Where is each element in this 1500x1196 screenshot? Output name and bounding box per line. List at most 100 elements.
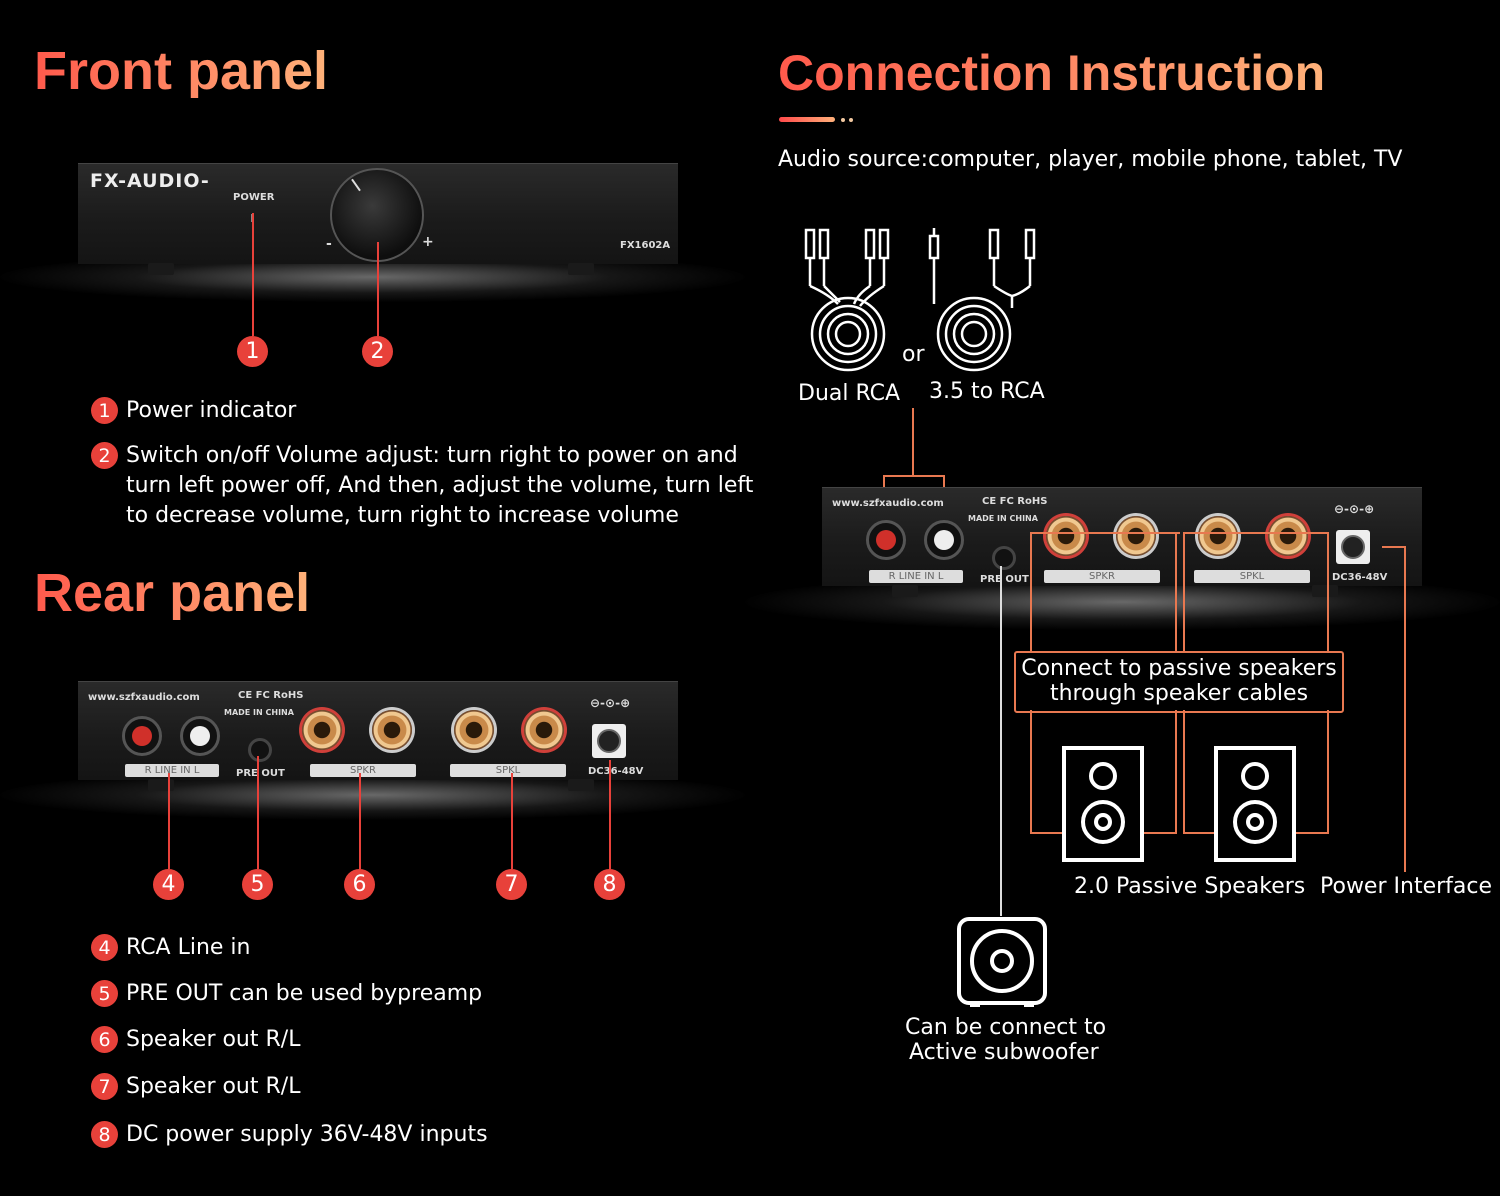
pre-out-label: PRE OUT: [236, 768, 285, 779]
speaker-wire: [1183, 710, 1185, 834]
speaker-wire: [1183, 832, 1217, 834]
legend-text: Speaker out R/L: [126, 1027, 301, 1052]
dc-power-jack: [1336, 530, 1370, 564]
callout-line-7: [511, 773, 513, 869]
dc-voltage-label: DC36-48V: [1332, 572, 1388, 583]
speaker-wire: [1295, 832, 1329, 834]
left-speaker-icon: [1062, 746, 1144, 862]
dual-rca-cable-icon: [804, 228, 890, 372]
callout-line-5: [257, 756, 259, 869]
speaker-wire: [1183, 532, 1329, 534]
source-line: [912, 408, 914, 476]
pre-out-label: PRE OUT: [980, 574, 1029, 585]
subwoofer-label-1: Can be connect to: [905, 1015, 1107, 1040]
power-label: POWER: [233, 192, 275, 203]
legend-number: 5: [91, 980, 118, 1007]
speaker-l-negative-post: [454, 710, 494, 750]
speaker-wire: [1030, 832, 1064, 834]
callout-1: 1: [237, 336, 268, 367]
legend-text: DC power supply 36V-48V inputs: [126, 1122, 488, 1147]
device-foot: [1312, 585, 1338, 597]
speaker-wire: [1143, 832, 1177, 834]
spkr-r-plate: SPKR: [1044, 570, 1160, 583]
volume-minus-sign: -: [326, 236, 332, 252]
rear-legend-item-4: 4 RCA Line in: [91, 933, 251, 963]
line-in-plate: R LINE IN L: [125, 764, 219, 777]
device-foot: [568, 263, 594, 275]
or-label: or: [902, 342, 925, 367]
made-in-label: MADE IN CHINA: [968, 514, 1038, 523]
rear-panel-heading: Rear panel: [34, 563, 311, 623]
website-label: www.szfxaudio.com: [88, 692, 200, 703]
heading-underline: [779, 117, 835, 122]
legend-number: 7: [91, 1073, 118, 1100]
legend-text: Speaker out R/L: [126, 1074, 301, 1099]
subwoofer-wire: [1000, 566, 1002, 916]
pre-out-jack: [992, 546, 1016, 570]
subwoofer-icon: [957, 917, 1047, 1007]
callout-line-1: [252, 213, 254, 336]
passive-box-line-2: through speaker cables: [1049, 681, 1309, 706]
speaker-wire: [1175, 532, 1177, 652]
callout-2: 2: [362, 336, 393, 367]
callout-line-6: [359, 773, 361, 869]
callout-6: 6: [344, 869, 375, 900]
speaker-l-negative-post: [1198, 516, 1238, 556]
speaker-wire: [1030, 532, 1180, 534]
rear-amplifier-device: www.szfxaudio.com CE FC RoHS MADE IN CHI…: [78, 681, 678, 780]
power-wire: [1382, 546, 1406, 548]
heading-underline-dot: [849, 118, 853, 122]
speaker-r-positive-post: [1046, 516, 1086, 556]
device-foot: [148, 263, 174, 275]
rca-left-input: [180, 716, 220, 756]
speaker-wire: [1183, 532, 1185, 652]
legend-number: 8: [91, 1121, 118, 1148]
front-panel-heading: Front panel: [34, 41, 328, 101]
dual-rca-label: Dual RCA: [798, 381, 901, 406]
front-legend-item-2: 2 Switch on/off Volume adjust: turn righ…: [91, 441, 753, 531]
speaker-wire: [1327, 710, 1329, 834]
speaker-r-negative-post: [1116, 516, 1156, 556]
speaker-l-positive-post: [1268, 516, 1308, 556]
line-in-plate: R LINE IN L: [869, 570, 963, 583]
rear-legend-item-8: 8 DC power supply 36V-48V inputs: [91, 1120, 488, 1150]
rca-right-input: [122, 716, 162, 756]
legend-text: PRE OUT can be used bypreamp: [126, 981, 483, 1006]
model-label: FX1602A: [620, 240, 671, 251]
passive-speakers-callout-box: Connect to passive speakers through spea…: [1014, 651, 1344, 713]
speaker-wire: [1030, 532, 1032, 652]
legend-number: 1: [91, 397, 118, 424]
subwoofer-label-2: Active subwoofer: [909, 1040, 1099, 1065]
dc-power-jack: [592, 724, 626, 758]
passive-box-line-1: Connect to passive speakers: [1021, 656, 1337, 681]
rca-left-input: [924, 520, 964, 560]
spkr-l-plate: SPKL: [1194, 570, 1310, 583]
spkr-r-plate: SPKR: [310, 764, 416, 777]
power-wire: [1404, 546, 1406, 872]
spkr-l-plate: SPKL: [450, 764, 566, 777]
speaker-l-positive-post: [524, 710, 564, 750]
device-foot: [568, 779, 594, 791]
dc-polarity-icon: ⊖-⊙-⊕: [590, 696, 631, 710]
power-interface-label: Power Interface: [1320, 874, 1493, 899]
right-speaker-icon: [1214, 746, 1296, 862]
legend-text: Switch on/off Volume adjust: turn right …: [126, 443, 754, 528]
device-foot: [148, 779, 174, 791]
rear-legend-item-7: 7 Speaker out R/L: [91, 1072, 300, 1102]
connection-heading: Connection Instruction: [778, 45, 1326, 101]
callout-line-4: [168, 773, 170, 869]
legend-number: 6: [91, 1026, 118, 1053]
speaker-r-positive-post: [302, 710, 342, 750]
cert-marks: CE FC RoHS: [982, 496, 1048, 507]
cert-marks: CE FC RoHS: [238, 690, 304, 701]
rear-legend-item-5: 5 PRE OUT can be used bypreamp: [91, 979, 482, 1009]
connection-amplifier-device: www.szfxaudio.com CE FC RoHS MADE IN CHI…: [822, 487, 1422, 586]
dc-polarity-icon: ⊖-⊙-⊕: [1334, 502, 1375, 516]
aux-to-rca-cable-icon: [928, 228, 1036, 372]
brand-logo: FX-AUDIO-: [90, 170, 210, 192]
speaker-r-negative-post: [372, 710, 412, 750]
heading-underline-dot: [841, 118, 845, 122]
callout-line-8: [609, 760, 611, 869]
legend-text: Power indicator: [126, 398, 297, 423]
rear-legend-item-6: 6 Speaker out R/L: [91, 1025, 300, 1055]
